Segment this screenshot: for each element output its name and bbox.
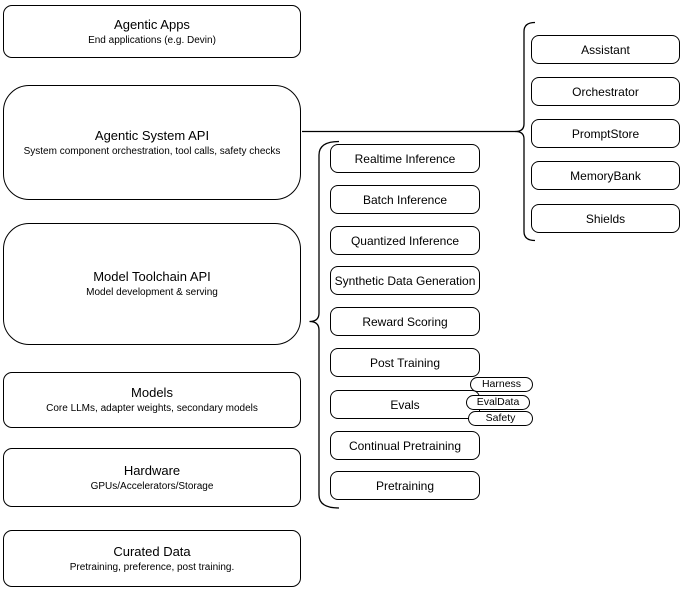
box-hardware-subtitle: GPUs/Accelerators/Storage [90,480,214,492]
box-synthetic-data-generation: Synthetic Data Generation [330,266,480,295]
box-agentic-apps-subtitle: End applications (e.g. Devin) [88,34,216,46]
box-memorybank: MemoryBank [531,161,680,190]
box-reward-scoring: Reward Scoring [330,307,480,336]
box-agentic-system-api-title: Agentic System API [94,127,210,143]
box-continual-pretraining: Continual Pretraining [330,431,480,460]
box-agentic-apps: Agentic Apps End applications (e.g. Devi… [3,5,301,58]
box-models: Models Core LLMs, adapter weights, secon… [3,372,301,428]
pill-harness: Harness [470,377,533,392]
box-pretraining: Pretraining [330,471,480,500]
box-post-training: Post Training [330,348,480,377]
box-hardware: Hardware GPUs/Accelerators/Storage [3,448,301,507]
box-realtime-inference: Realtime Inference [330,144,480,173]
box-curated-data: Curated Data Pretraining, preference, po… [3,530,301,587]
box-models-subtitle: Core LLMs, adapter weights, secondary mo… [46,403,258,414]
box-model-toolchain-api-title: Model Toolchain API [93,269,211,284]
box-curated-data-subtitle: Pretraining, preference, post training. [69,561,235,573]
box-hardware-title: Hardware [123,462,181,478]
box-agentic-system-api-subtitle: System component orchestration, tool cal… [23,145,281,157]
box-shields: Shields [531,204,680,233]
box-model-toolchain-api-subtitle: Model development & serving [86,287,218,298]
pill-safety: Safety [468,411,533,426]
box-orchestrator: Orchestrator [531,77,680,106]
pill-evaldata: EvalData [466,394,530,410]
box-model-toolchain-api: Model Toolchain API Model development & … [3,223,301,345]
box-promptstore: PromptStore [531,119,680,148]
box-assistant: Assistant [531,35,680,64]
toolchain-bracket [309,140,340,509]
box-models-title: Models [131,385,173,400]
box-batch-inference: Batch Inference [330,185,480,214]
box-quantized-inference: Quantized Inference [330,226,480,255]
system-components-bracket [515,21,536,242]
box-curated-data-title: Curated Data [113,543,191,559]
box-agentic-apps-title: Agentic Apps [114,16,190,32]
box-agentic-system-api: Agentic System API System component orch… [3,85,301,200]
box-evals: Evals [330,390,480,419]
